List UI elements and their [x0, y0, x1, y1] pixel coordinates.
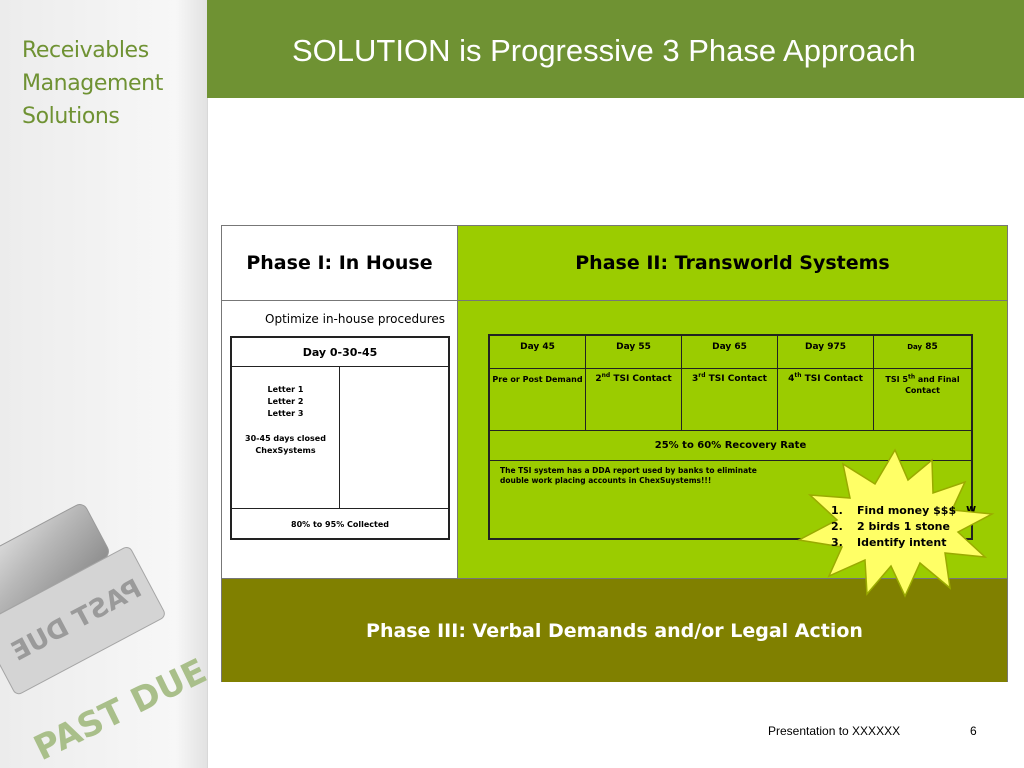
- callout-text: Find money $$$: [857, 504, 957, 517]
- collected-rate: 80% to 95% Collected: [232, 508, 448, 539]
- stage-2-text: TSI Contact: [613, 374, 672, 384]
- callout-item: 2. 2 birds 1 stone: [831, 519, 956, 535]
- in-house-letters-cell: Letter 1 Letter 2 Letter 3 30-45 days cl…: [232, 367, 340, 508]
- callout-list: 1. Find money $$$ 2. 2 birds 1 stone 3. Ide…: [831, 503, 956, 551]
- hidden-text-fragment: w: [966, 502, 977, 515]
- stage-5-text: and Final Contact: [905, 375, 960, 395]
- stage-4th-contact: 4th TSI Contact: [778, 369, 874, 431]
- stage-4-number: 4: [788, 374, 795, 384]
- phase-3-heading: Phase III: Verbal Demands and/or Legal A…: [222, 578, 1007, 682]
- company-logo: Receivables Management Solutions: [22, 34, 197, 133]
- letter-1: Letter 1: [267, 385, 304, 394]
- tsi-table: Day 45 Day 55 Day 65 Day 975 Day 85 Pre …: [488, 334, 973, 540]
- stage-final-contact: TSI 5th and Final Contact: [874, 369, 971, 431]
- slide-title: SOLUTION is Progressive 3 Phase Approach: [292, 33, 916, 68]
- stage-2-number: 2: [595, 374, 602, 384]
- day-85-number: 85: [925, 342, 938, 352]
- phase-1-subtitle: Optimize in-house procedures: [265, 312, 446, 326]
- recovery-rate: 25% to 60% Recovery Rate: [490, 431, 971, 461]
- phase-1-heading: Phase I: In House: [222, 226, 458, 301]
- stage-3-suffix: rd: [698, 372, 706, 379]
- stage-4-text: TSI Contact: [804, 374, 863, 384]
- stage-2nd-contact: 2nd TSI Contact: [586, 369, 682, 431]
- callout-number: 3.: [831, 536, 843, 549]
- callout-item: 1. Find money $$$: [831, 503, 956, 519]
- phase-2-heading: Phase II: Transworld Systems: [458, 226, 1007, 301]
- day-45-cell: Day 45: [490, 336, 586, 369]
- closed-days: 30-45 days closed: [245, 434, 326, 443]
- callout-text: 2 birds 1 stone: [857, 520, 950, 533]
- logo-line-2: Management: [22, 71, 163, 96]
- stage-3-number: 3: [692, 374, 699, 384]
- stage-4-suffix: th: [794, 372, 802, 379]
- callout-number: 2.: [831, 520, 843, 533]
- logo-line-1: Receivables: [22, 38, 149, 63]
- in-house-header: Day 0-30-45: [232, 338, 448, 367]
- past-due-stamp-image: PAST DUE PAST DUE: [0, 504, 207, 768]
- day-65-cell: Day 65: [682, 336, 778, 369]
- logo-line-3: Solutions: [22, 104, 120, 129]
- callout-number: 1.: [831, 504, 843, 517]
- chexsystems-label: ChexSystems: [255, 446, 316, 455]
- stage-3rd-contact: 3rd TSI Contact: [682, 369, 778, 431]
- callout-text: Identify intent: [857, 536, 947, 549]
- in-house-empty-cell: [340, 367, 448, 508]
- footer-text: Presentation to XXXXXX: [768, 724, 901, 738]
- letter-3: Letter 3: [267, 409, 304, 418]
- stage-5-prefix: TSI 5: [885, 375, 908, 384]
- page-number: 6: [970, 724, 977, 738]
- stage-pre-post-demand: Pre or Post Demand: [490, 369, 586, 431]
- letter-2: Letter 2: [267, 397, 304, 406]
- sidebar: Receivables Management Solutions PAST DU…: [0, 0, 208, 768]
- stage-2-suffix: nd: [601, 372, 611, 379]
- stage-5-suffix: th: [907, 373, 916, 381]
- day-85-cell: Day 85: [874, 336, 971, 369]
- day-85-prefix: Day: [907, 343, 923, 351]
- in-house-table: Day 0-30-45 Letter 1 Letter 2 Letter 3 3…: [230, 336, 450, 540]
- title-bar: [207, 0, 1024, 98]
- day-55-cell: Day 55: [586, 336, 682, 369]
- day-975-cell: Day 975: [778, 336, 874, 369]
- starburst-callout: [796, 448, 995, 598]
- stage-3-text: TSI Contact: [708, 374, 767, 384]
- dda-note: The TSI system has a DDA report used by …: [500, 466, 757, 485]
- callout-item: 3. Identify intent: [831, 535, 956, 551]
